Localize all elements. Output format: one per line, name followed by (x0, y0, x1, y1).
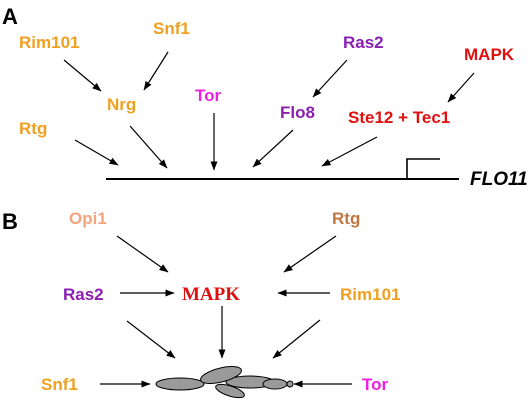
label-mapk-b: MAPK (182, 284, 240, 305)
arrow-rim101-nrg (63, 59, 102, 92)
filamentous-cells (155, 366, 294, 399)
panel-label-a: A (2, 4, 18, 29)
arrow-flo8-flo11 (252, 129, 294, 168)
arrow-snf1-nrg (143, 51, 169, 91)
label-ras2-a: Ras2 (343, 33, 384, 52)
cell-4 (215, 383, 245, 399)
label-snf1-b: Snf1 (41, 375, 78, 394)
arrow-ras2-flo8 (312, 59, 348, 98)
label-snf1-a: Snf1 (153, 19, 190, 38)
arrow-rim101-cells (272, 319, 321, 359)
label-rtg-b: Rtg (332, 209, 360, 228)
label-rtg-a: Rtg (19, 119, 47, 138)
label-rim101-b: Rim101 (340, 285, 400, 304)
label-opi1-b: Opi1 (69, 209, 107, 228)
arrow-mapk-ste12 (447, 72, 475, 103)
arrow-rtg-mapk (283, 235, 337, 273)
cell-2 (200, 366, 242, 384)
label-tor-b: Tor (362, 375, 389, 394)
label-rim101-a: Rim101 (19, 33, 79, 52)
label-tor-a: Tor (195, 86, 222, 105)
label-ras2-b: Ras2 (63, 285, 104, 304)
cell-1 (155, 377, 205, 391)
arrow-ras2-cells (126, 320, 176, 359)
transcription-start-site (406, 158, 440, 179)
cell-bud (286, 380, 294, 388)
arrow-opi1-mapk (116, 235, 169, 273)
arrow-rtg-flo11 (74, 139, 119, 166)
arrow-nrg-flo11 (129, 125, 168, 169)
arrow-ste12-flo11 (321, 136, 378, 167)
label-mapk-a: MAPK (464, 45, 515, 64)
gene-label-flo11: FLO11 (470, 169, 528, 190)
cell-5 (262, 378, 288, 390)
label-flo8-a: Flo8 (280, 103, 315, 122)
label-nrg-a: Nrg (107, 95, 136, 114)
label-ste12-tec1-a: Ste12 + Tec1 (348, 108, 450, 127)
panel-label-b: B (2, 209, 18, 234)
